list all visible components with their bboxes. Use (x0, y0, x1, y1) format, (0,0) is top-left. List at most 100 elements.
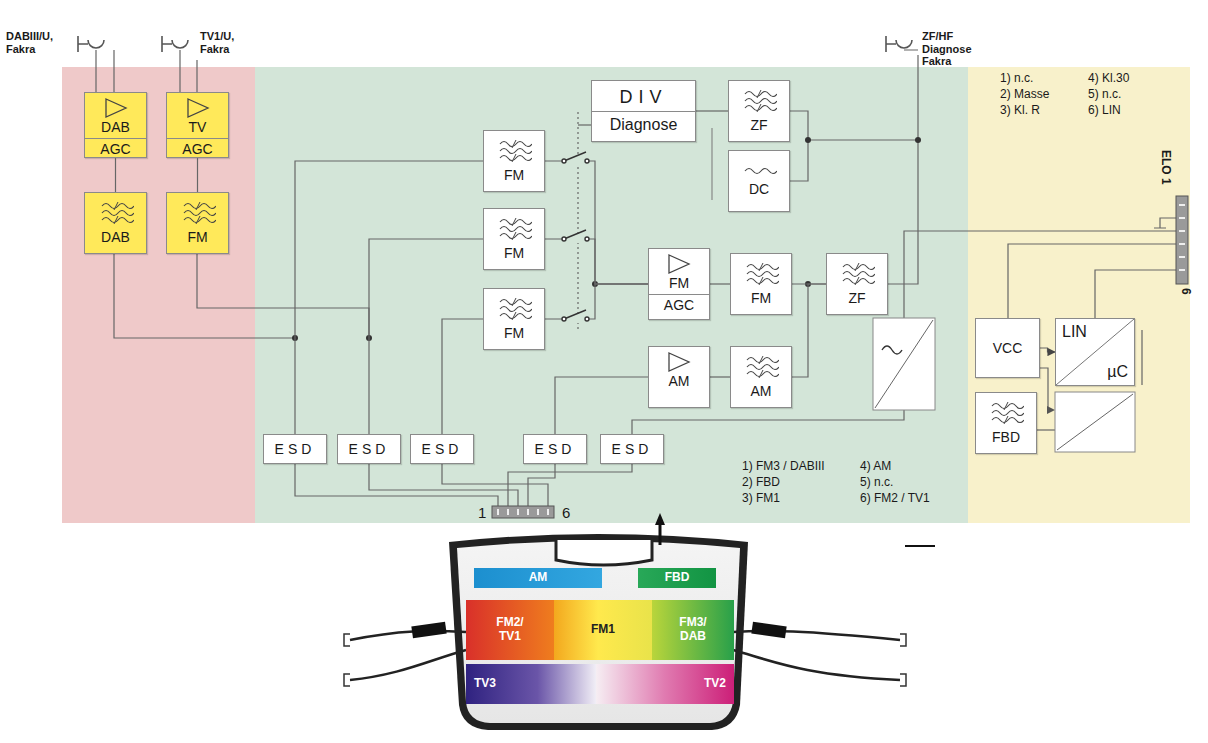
amplifier-box: TVAGC (166, 92, 229, 158)
signal-wire (578, 124, 591, 125)
signal-connector (295, 161, 483, 434)
filter-wave (500, 307, 532, 312)
filter-box: FM (730, 253, 792, 315)
filter-wave (500, 314, 532, 319)
block-label: ESD (345, 439, 394, 459)
amplifier-symbol (669, 255, 689, 273)
block-label: µC (1062, 363, 1128, 381)
signal-wire (888, 50, 918, 284)
signal-wire (1008, 244, 1178, 318)
block-label: ESD (608, 439, 657, 459)
windshield (449, 513, 935, 730)
pin-assignment: 5) n.c. (860, 476, 893, 490)
filter-wave (759, 277, 763, 285)
block-label: ESD (418, 439, 467, 459)
arrow-head (1047, 406, 1055, 414)
filter-wave (843, 272, 875, 277)
filter-wave (512, 312, 516, 320)
pin-connector (492, 506, 554, 518)
signal-wire (180, 50, 197, 92)
filter-wave (102, 211, 134, 216)
filter-wave (759, 370, 763, 378)
block-label: TV2 (704, 677, 726, 691)
filter-wave (1004, 416, 1008, 424)
block-label: DC (749, 181, 769, 197)
pin-assignment: 6) LIN (1088, 104, 1121, 118)
pin (498, 509, 548, 515)
pin-assignment: 3) Kl. R (1000, 104, 1040, 118)
switch-gap (564, 157, 586, 323)
block-label: FM (504, 245, 524, 261)
amplifier-symbol (666, 253, 692, 275)
signal-connector (555, 377, 648, 434)
amplifier-box: FMAGC (648, 248, 710, 320)
filter-symbol (496, 138, 532, 164)
filter-symbol (743, 354, 779, 380)
block-label: TV (189, 119, 207, 135)
filter-wave (745, 106, 777, 111)
diversity-box: DIVDiagnose (591, 80, 696, 142)
antenna-band: FM2/ TV1 (466, 600, 554, 660)
filter-box: FM (483, 288, 545, 350)
pin-connector (1176, 196, 1188, 284)
filter-symbol (496, 296, 532, 322)
antenna-connector (162, 36, 188, 52)
antenna-cable (350, 631, 466, 640)
block-label: FM2/ TV1 (490, 616, 530, 644)
block-label: FM (669, 275, 689, 291)
filter-wave (114, 216, 118, 224)
switch-gap (564, 235, 586, 243)
filter-wave (184, 211, 216, 216)
esd-box: ESD (600, 434, 664, 464)
signal-connector (710, 283, 730, 284)
signal-connector (792, 284, 826, 377)
block-label: DAB (101, 119, 130, 135)
filter-wave (747, 365, 779, 370)
filter-wave (500, 300, 532, 305)
arrow-head (1047, 406, 1055, 414)
windshield (655, 513, 665, 525)
pin-assignment: 4) AM (860, 460, 891, 474)
amplifier-symbol (106, 99, 126, 117)
converter-block (1055, 392, 1135, 452)
block-label: AGC (85, 138, 146, 157)
filter-wave (992, 404, 1024, 409)
windshield (905, 545, 935, 547)
signal-wire (369, 464, 518, 508)
filter-wave (745, 169, 777, 174)
region-panel (968, 67, 1190, 523)
block-label: FM1 (591, 623, 615, 637)
esd-box: ESD (410, 434, 474, 464)
block-label: AM (751, 383, 772, 399)
antenna-connector (78, 36, 104, 52)
filter-wave (500, 234, 532, 239)
region-panel (62, 67, 255, 523)
filter-symbol (741, 88, 777, 114)
filter-wave (747, 272, 779, 277)
block-label: ESD (271, 439, 320, 459)
switch-symbol (564, 152, 586, 319)
filter-wave (500, 220, 532, 225)
filter-wave (745, 92, 777, 97)
antenna-cable (350, 650, 466, 680)
signal-connector (545, 239, 648, 284)
filter-wave (855, 263, 859, 271)
signal-wire (528, 464, 555, 508)
filter-symbol (741, 164, 777, 178)
signal-connector (115, 158, 116, 192)
filter-box: AM (730, 346, 792, 408)
filter-wave (184, 204, 216, 209)
pin-assignment: 2) FBD (742, 476, 780, 490)
signal-wire (96, 50, 1178, 508)
switch-symbol (562, 159, 566, 163)
converter-block (875, 320, 933, 408)
switch-gap (564, 315, 586, 323)
switch-symbol (585, 317, 589, 321)
pin-number: 1 (478, 504, 486, 521)
filter-wave (196, 202, 200, 210)
signal-wire (904, 231, 1178, 318)
block-label: ZF (848, 290, 865, 306)
filter-wave (843, 279, 875, 284)
switch-symbol (585, 237, 589, 241)
pin-assignment: 4) Kl.30 (1088, 72, 1129, 86)
